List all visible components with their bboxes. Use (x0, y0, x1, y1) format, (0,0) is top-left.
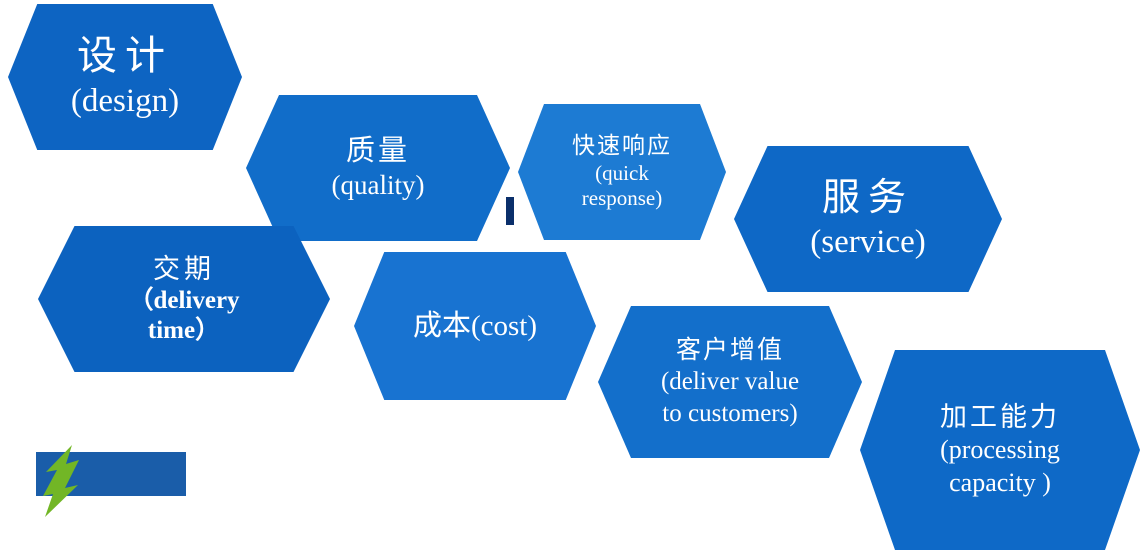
hexagon-cost: 成本(cost) (354, 252, 596, 400)
hexagon-quality: 质量 (quality) (246, 95, 510, 241)
hexagon-quick-response: 快速响应 (quick response) (518, 104, 726, 240)
logo-arrow-shape (43, 445, 79, 517)
service-label-en: (service) (810, 224, 926, 261)
delivery-label-en-1: （delivery (128, 287, 240, 315)
delivery-label-zh: 交期 (153, 253, 215, 284)
hexagon-service: 服务 (service) (734, 146, 1002, 292)
design-label-en: (design) (70, 83, 180, 120)
logo-arrow-icon (40, 444, 84, 518)
quick-response-label-en-2: response) (581, 186, 663, 211)
processing-capacity-label-zh: 加工能力 (940, 401, 1060, 432)
divider-bar (506, 197, 514, 225)
hexagon-delivery-time: 交期 （delivery time） (38, 226, 330, 372)
customer-value-label-zh: 客户增值 (675, 337, 784, 365)
design-label-zh: 设计 (77, 33, 173, 79)
cost-label: 成本(cost) (412, 309, 538, 342)
processing-capacity-label-en-2: capacity ) (949, 467, 1051, 497)
quality-label-zh: 质量 (345, 135, 410, 167)
delivery-label-en-2: time） (147, 316, 221, 344)
quality-label-en: (quality) (331, 170, 425, 201)
processing-capacity-label-en-1: (processing (940, 435, 1060, 465)
hexagon-design: 设计 (design) (8, 4, 242, 150)
hexagon-customer-value: 客户增值 (deliver value to customers) (598, 306, 862, 458)
hexagon-processing-capacity: 加工能力 (processing capacity ) (860, 350, 1140, 550)
customer-value-label-en-1: (deliver value (660, 368, 800, 396)
customer-value-label-en-2: to customers) (662, 399, 798, 427)
quick-response-label-zh: 快速响应 (572, 133, 672, 159)
quick-response-label-en-1: (quick (595, 161, 649, 186)
service-label-zh: 服务 (821, 176, 914, 219)
